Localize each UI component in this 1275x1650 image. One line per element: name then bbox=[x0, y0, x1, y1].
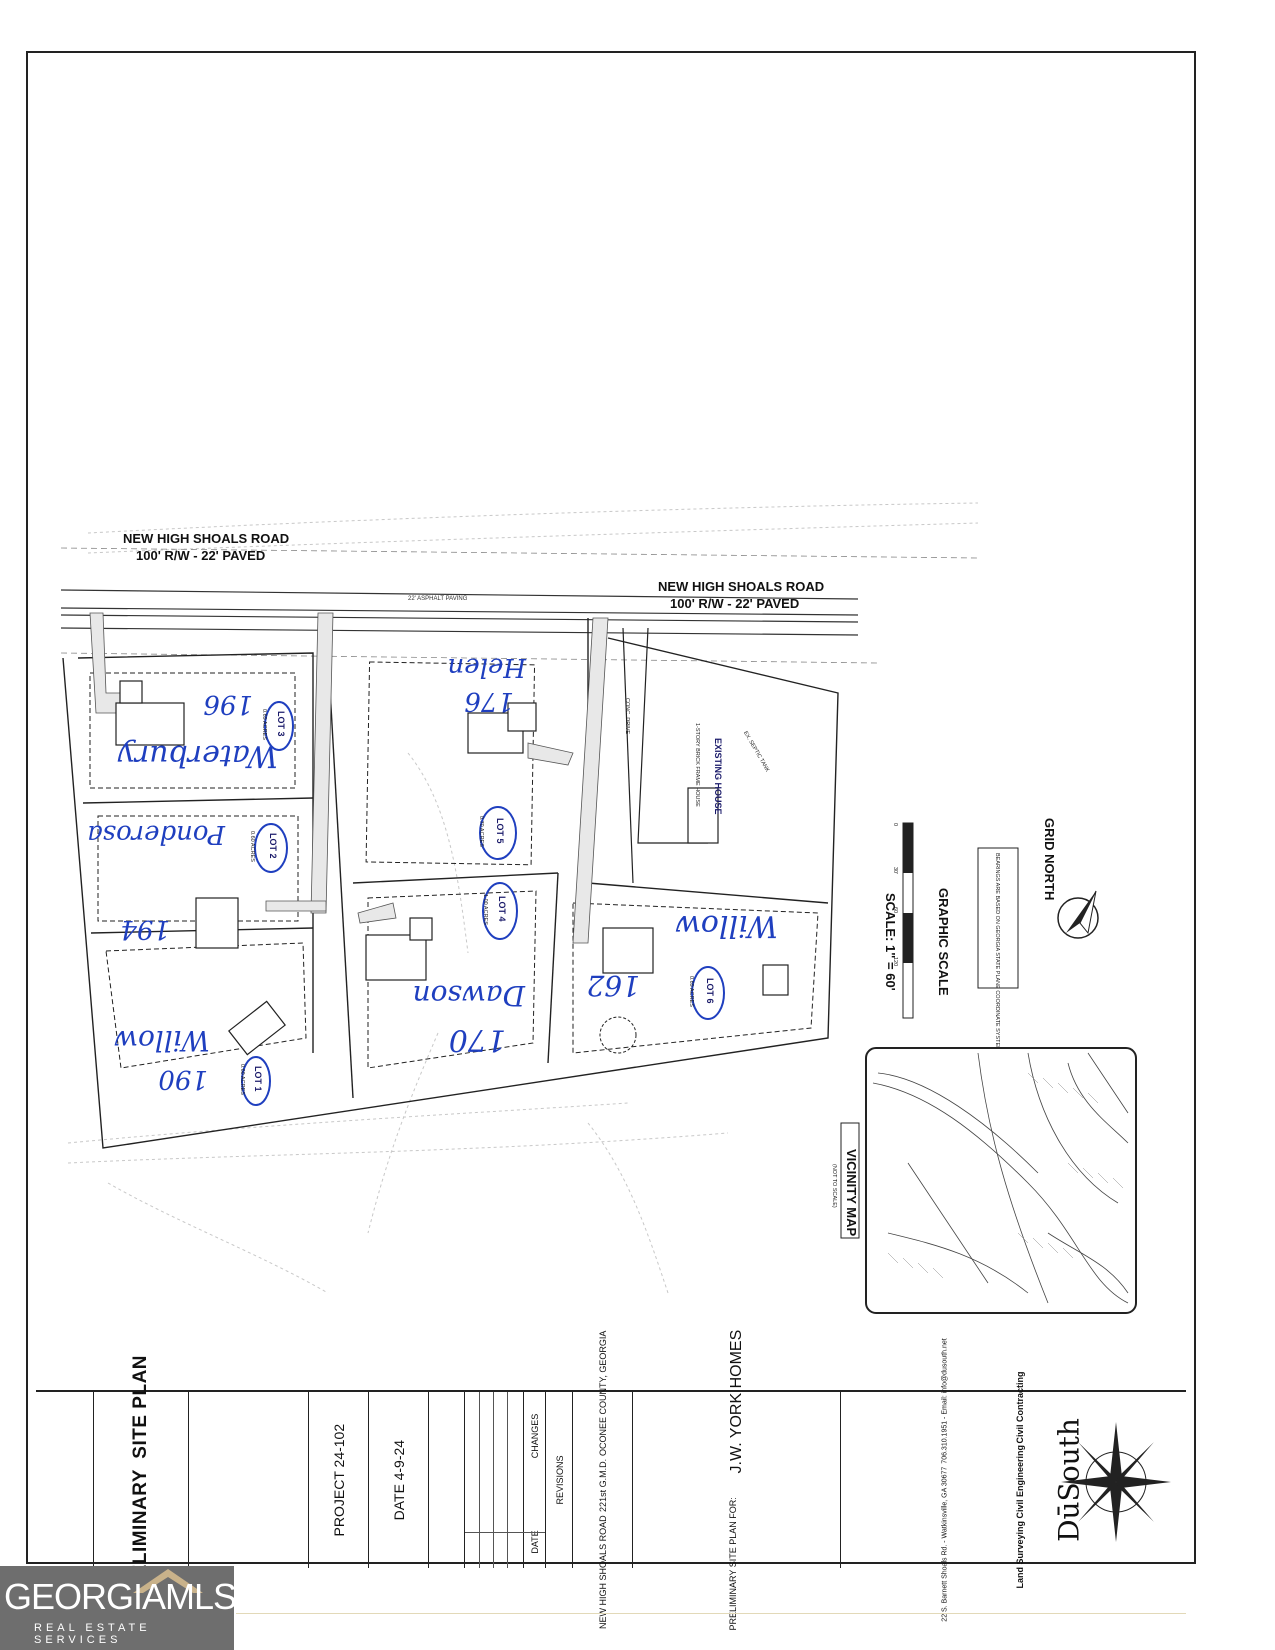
vicinity-title: VICINITY MAP bbox=[844, 1149, 859, 1236]
client-cell: PRELIMINARY SITE PLAN FOR: J.W. YORK HOM… bbox=[633, 1330, 841, 1630]
scale-tick-3: 120 bbox=[892, 957, 898, 966]
lot1-acres: 0.60 ACRES bbox=[239, 1064, 245, 1095]
firm-service-3: Civil Contracting bbox=[1015, 1371, 1026, 1444]
firm-phone: 706.310.1951 - Email: info@dusouth.net bbox=[941, 1338, 948, 1464]
lot3-tag: LOT 3 bbox=[276, 711, 286, 737]
lot3-number: 196 bbox=[203, 689, 253, 719]
firm-service-2: Civil Engineering bbox=[1015, 1445, 1026, 1520]
lot6-name: Willow bbox=[675, 908, 778, 943]
location-line2: 221st G.M.D. bbox=[597, 1459, 608, 1513]
project-value: 24-102 bbox=[330, 1423, 347, 1468]
lot4-acres: 1.00 ACRES bbox=[482, 894, 488, 925]
lot5-tag: LOT 5 bbox=[495, 818, 505, 844]
vicinity-subtitle: (NOT TO SCALE) bbox=[831, 1164, 837, 1208]
scale-ratio: SCALE: 1" = 60' bbox=[883, 893, 898, 991]
septic-label: EX. SEPTIC TANK bbox=[742, 730, 770, 773]
scale-title: GRAPHIC SCALE bbox=[936, 888, 951, 996]
vicinity-map-image bbox=[865, 1047, 1137, 1314]
date-label: DATE bbox=[390, 1484, 407, 1521]
date-col-label: DATE bbox=[530, 1529, 540, 1554]
grid-north-title: GRID NORTH bbox=[1042, 818, 1057, 900]
lot5-number: 176 bbox=[464, 686, 514, 716]
revisions-label: REVISIONS bbox=[555, 1455, 565, 1505]
lot2-acres: 0.60 ACRES bbox=[249, 831, 255, 862]
location-cell: NEW HIGH SHOALS ROAD 221st G.M.D. OCONEE… bbox=[573, 1331, 633, 1629]
lot6-number: 162 bbox=[587, 969, 640, 1002]
grid-north-note: BEARINGS ARE BASED ON GEORGIA STATE PLAN… bbox=[994, 853, 1000, 1106]
lot2-number: 194 bbox=[120, 914, 170, 944]
road-label-right-name: NEW HIGH SHOALS ROAD bbox=[658, 579, 824, 594]
site-plan-sheet: NEW HIGH SHOALS ROAD 100' R/W - 22' PAVE… bbox=[26, 51, 1196, 1630]
paving-note: 22' ASPHALT PAVING bbox=[408, 596, 468, 602]
date-value: 4-9-24 bbox=[390, 1439, 407, 1481]
north-arrow-icon bbox=[1057, 890, 1099, 939]
georgia-mls-logo: GEORGIAMLS REAL ESTATE SERVICES bbox=[0, 1566, 237, 1650]
site-plan-drawing: NEW HIGH SHOALS ROAD 100' R/W - 22' PAVE… bbox=[60, 502, 1137, 1314]
lot3-acres: 0.69 ACRES bbox=[261, 709, 267, 740]
disclaimer-cell bbox=[429, 1392, 465, 1568]
lot2-tag: LOT 2 bbox=[268, 833, 278, 859]
lot2-name: Ponderosa bbox=[87, 819, 226, 849]
firm-service-1: Land Surveying bbox=[1015, 1521, 1026, 1589]
road-label-top-name: NEW HIGH SHOALS ROAD bbox=[123, 531, 289, 546]
sheet-title-cell: PRELIMINARY SITE PLAN bbox=[94, 1355, 189, 1605]
lot4-name: Dawson bbox=[413, 979, 526, 1012]
house-roof-icon bbox=[133, 1569, 203, 1593]
blank-cell bbox=[189, 1392, 309, 1568]
lot3-name: Waterbury bbox=[117, 738, 278, 773]
lot1-number: 190 bbox=[158, 1064, 208, 1094]
lot6-acres: 0.69 ACRES bbox=[688, 976, 694, 1007]
changes-label: CHANGES bbox=[530, 1413, 540, 1459]
scale-tick-2: 60 bbox=[892, 907, 898, 913]
project-label: PROJECT bbox=[330, 1471, 347, 1537]
logo-subtitle: REAL ESTATE SERVICES bbox=[34, 1622, 151, 1646]
scale-tick-0: 0 bbox=[892, 823, 898, 826]
date-cell: DATE 4-9-24 bbox=[369, 1392, 429, 1568]
sheet-title-line2: SITE PLAN bbox=[130, 1355, 151, 1460]
client-name: J.W. YORK HOMES bbox=[727, 1329, 745, 1474]
road-label-top-row: 100' R/W - 22' PAVED bbox=[136, 548, 265, 563]
scale-tick-1: 30' bbox=[892, 867, 898, 874]
logo-wordmark: GEORGIAMLS bbox=[4, 1576, 237, 1617]
firm-cell: 22 S. Barnett Shoals Rd. - Watkinsville,… bbox=[841, 1338, 1186, 1622]
lot4-number: 170 bbox=[449, 1022, 506, 1057]
bottom-rule bbox=[236, 1613, 1186, 1614]
lot1-name: Willow bbox=[114, 1024, 210, 1057]
lot5-name: Helen bbox=[447, 652, 527, 682]
plan-for-label: PRELIMINARY SITE PLAN FOR: bbox=[727, 1497, 738, 1631]
firm-address: 22 S. Barnett Shoals Rd. - Watkinsville,… bbox=[941, 1466, 948, 1622]
revisions-cell: REVISIONS CHANGES DATE bbox=[465, 1392, 573, 1568]
lot1-tag: LOT 1 bbox=[253, 1066, 263, 1092]
existing-house-desc: 1-STORY BRICK FRAME HOUSE bbox=[694, 723, 700, 807]
title-block-margin bbox=[36, 1392, 94, 1568]
title-block: PRELIMINARY SITE PLAN PROJECT 24-102 DAT… bbox=[36, 1330, 1186, 1630]
project-cell: PROJECT 24-102 bbox=[309, 1392, 369, 1568]
location-line1: NEW HIGH SHOALS ROAD bbox=[597, 1515, 608, 1629]
lot6-tag: LOT 6 bbox=[705, 978, 715, 1004]
compass-rose-icon bbox=[1061, 1422, 1171, 1542]
existing-house-label: EXISTING HOUSE bbox=[713, 738, 723, 815]
drive-label: CONC. DRIVE bbox=[624, 698, 630, 734]
lot5-acres: 0.70 ACRES bbox=[478, 816, 484, 847]
road-label-right-row: 100' R/W - 22' PAVED bbox=[670, 596, 799, 611]
location-line3: OCONEE COUNTY, GEORGIA bbox=[597, 1331, 608, 1457]
lot4-tag: LOT 4 bbox=[497, 896, 507, 922]
